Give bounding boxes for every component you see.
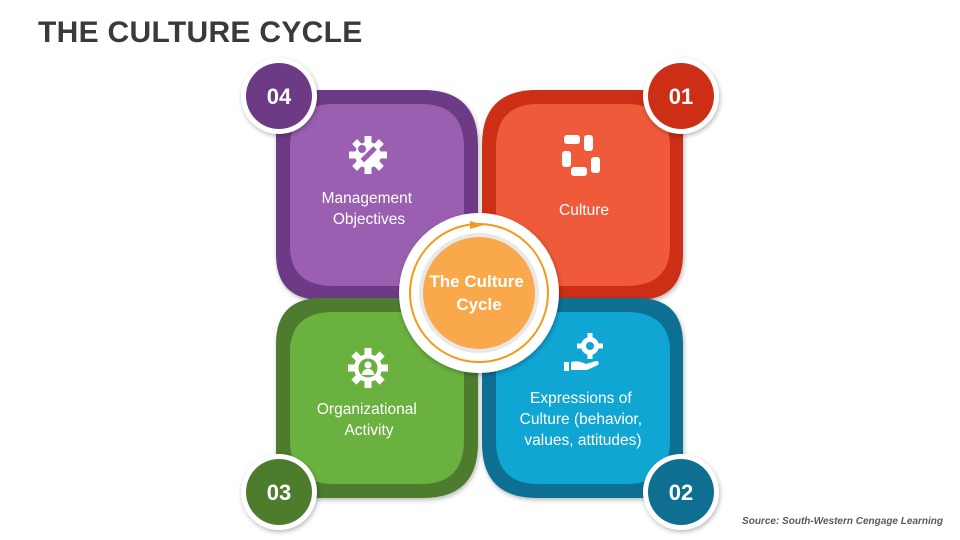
number-02: 02 <box>669 480 693 505</box>
label-line: Culture <box>559 202 609 219</box>
quadrant-label-culture: Culture <box>559 202 609 219</box>
quadrant-label-management: Management Objectives <box>322 190 417 228</box>
source-note: Source: South-Western Cengage Learning <box>742 516 943 527</box>
number-03: 03 <box>267 480 291 505</box>
gear-hand-icon <box>564 333 603 371</box>
label-line: Activity <box>344 422 393 439</box>
number-04: 04 <box>267 84 292 109</box>
label-line: Management <box>322 190 413 207</box>
page-title: THE CULTURE CYCLE <box>38 16 363 49</box>
center-line: Cycle <box>456 295 501 314</box>
number-01: 01 <box>669 84 693 109</box>
center-line: The Culture <box>429 272 523 291</box>
center-circle <box>423 237 535 349</box>
label-line: values, attitudes) <box>524 432 641 449</box>
quadrant-label-expressions: Expressions of Culture (behavior, values… <box>520 390 647 449</box>
label-line: Organizational <box>317 401 417 418</box>
label-line: Expressions of <box>530 390 632 407</box>
number-badge-04 <box>246 63 312 129</box>
center-hub: The Culture Cycle <box>399 213 559 373</box>
label-line: Culture (behavior, <box>520 411 642 428</box>
number-badge-01 <box>648 63 714 129</box>
number-badge-03 <box>246 459 312 525</box>
cycle-arrow-icon <box>470 221 484 229</box>
quadrant-label-activity: Organizational Activity <box>317 401 421 439</box>
gear-wrench-icon <box>349 136 387 174</box>
label-line: Objectives <box>333 211 406 228</box>
hands-circle-icon <box>562 135 600 176</box>
center-label: The Culture Cycle <box>429 272 528 314</box>
gear-person-icon <box>348 348 388 388</box>
number-badge-02 <box>648 459 714 525</box>
